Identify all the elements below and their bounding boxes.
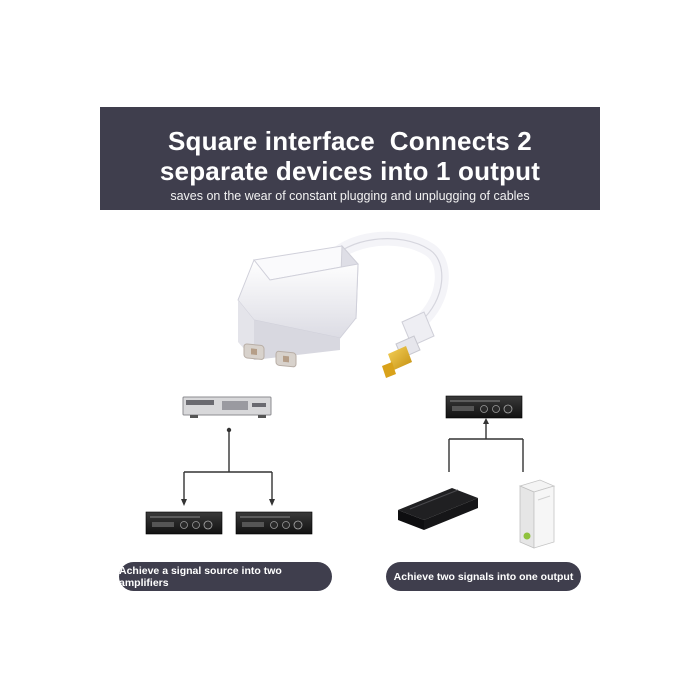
- optical-splitter-adapter: [237, 231, 449, 378]
- left-diagram: [145, 396, 313, 535]
- adapter-plug: [382, 311, 435, 378]
- amplifier-left-1: [145, 511, 223, 535]
- headline-line-2: separate devices into 1 output: [159, 156, 541, 186]
- caption-right: Achieve two signals into one output: [386, 562, 581, 591]
- amplifier-left-2: [235, 511, 313, 535]
- right-merge-lines: [448, 420, 524, 472]
- right-diagram: [398, 395, 556, 549]
- dvd-vcr-player: [182, 396, 272, 418]
- plug-tip-gold: [388, 346, 412, 370]
- game-console-black: [398, 488, 478, 530]
- headline-banner: Square interface Connects 2 separate dev…: [100, 107, 600, 210]
- headline-subtitle: saves on the wear of constant plugging a…: [170, 189, 530, 203]
- left-split-lines: [183, 430, 273, 500]
- caption-left: Achieve a signal source into two amplifi…: [119, 562, 332, 591]
- amplifier-right: [445, 395, 523, 419]
- headline-line-1: Square interface Connects 2: [168, 126, 532, 156]
- game-console-white: [518, 479, 556, 549]
- adapter-body: [237, 244, 359, 368]
